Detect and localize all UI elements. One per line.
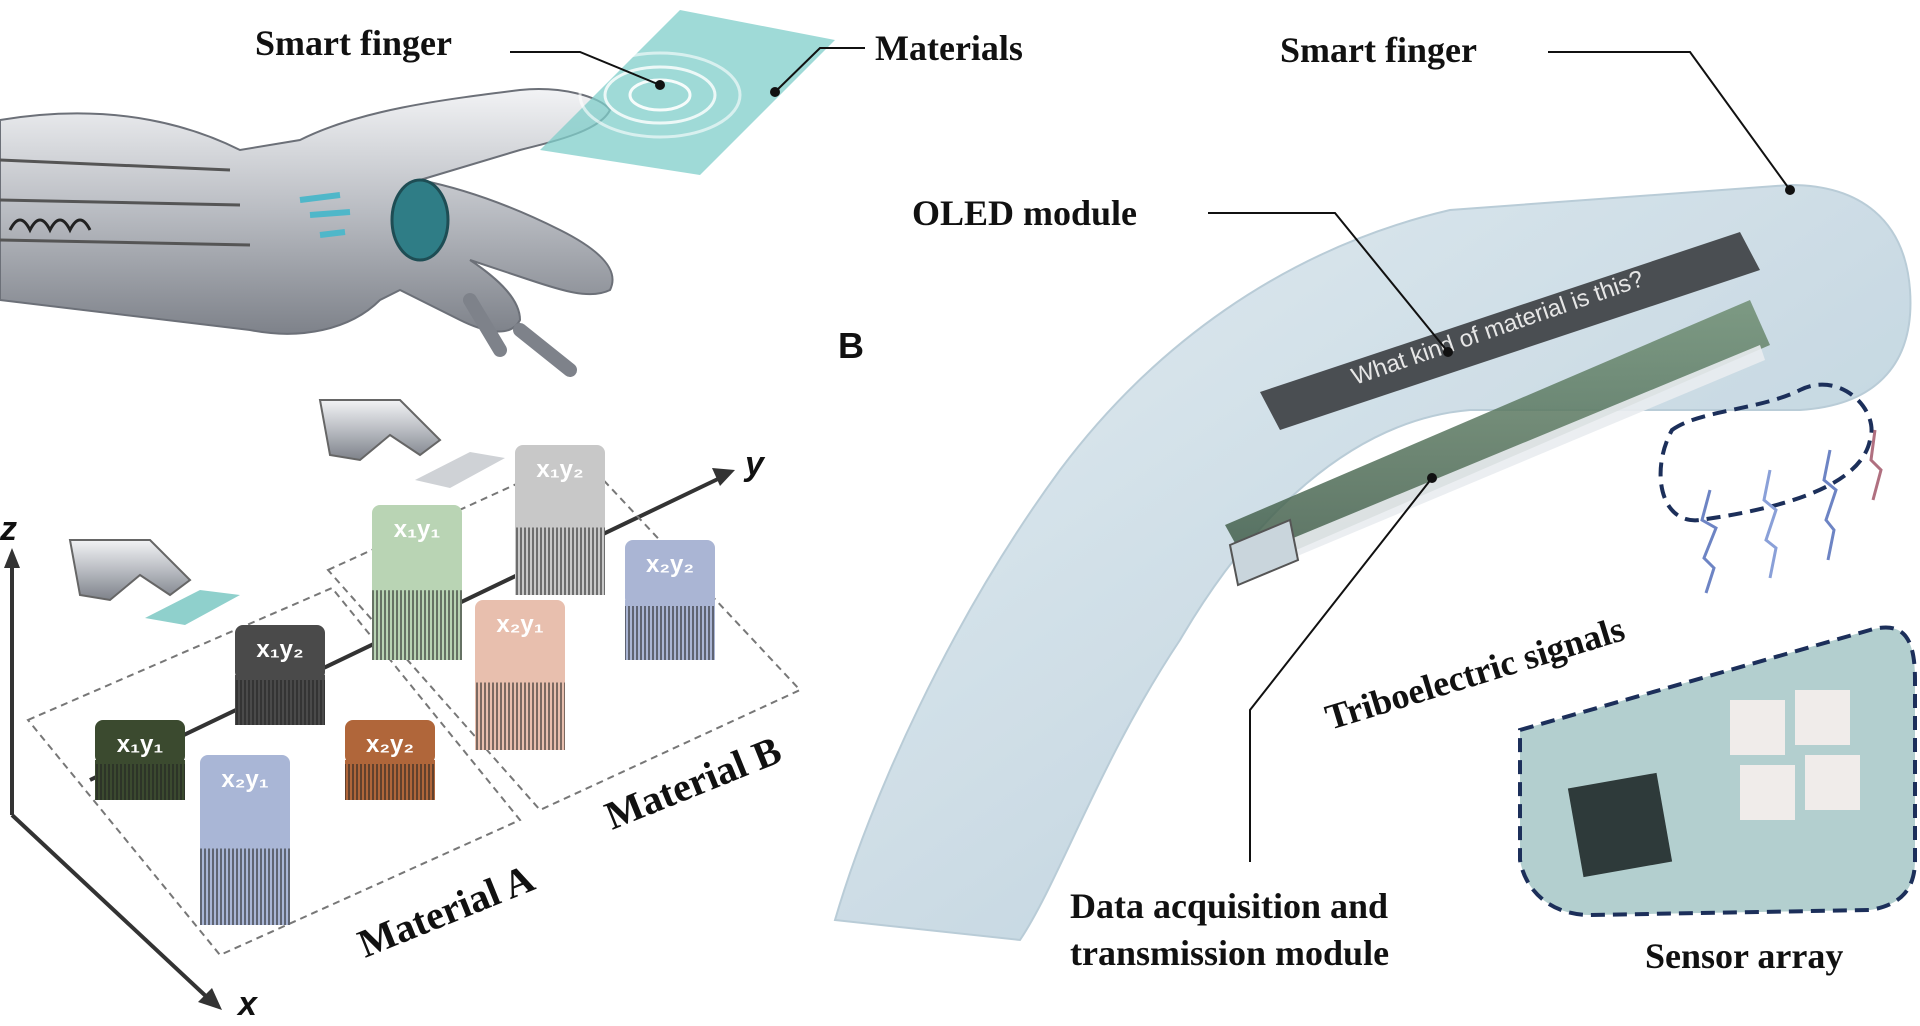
block-label: x₁y₁ (394, 516, 441, 543)
robot-hand-illustration (0, 88, 614, 377)
usb-port (1228, 518, 1300, 587)
sensor-array-label: Sensor array (1645, 936, 1843, 976)
materials-label: Materials (875, 28, 1023, 68)
x-axis-arrow (198, 988, 222, 1010)
material-block: x₁y₂ (235, 625, 325, 725)
x-axis-line (10, 813, 212, 1002)
block-label: x₂y₁ (221, 766, 268, 793)
materials-leader (774, 47, 865, 93)
block-label: x₂y₁ (496, 611, 543, 638)
smart-finger-left-label: Smart finger (255, 23, 452, 63)
material-block: x₂y₂ (625, 540, 715, 660)
oled-module-label: OLED module (912, 193, 1137, 233)
block-body (345, 720, 435, 764)
material-block: x₁y₁ (95, 720, 185, 800)
electrode-2 (1795, 690, 1850, 745)
chip (1567, 772, 1673, 878)
material-a-label: Material A (352, 855, 541, 966)
smart-finger-right-leader-dot (1785, 185, 1795, 195)
block-signal-stripes (235, 680, 325, 725)
data-acquisition-leader-dot (1427, 473, 1437, 483)
block-body (475, 600, 565, 683)
y-axis-label: y (743, 445, 766, 483)
smart-finger-right-leader (1548, 51, 1791, 191)
electrode-4 (1805, 755, 1860, 810)
data-acquisition-leader (1249, 477, 1433, 862)
material-sheet (540, 10, 835, 175)
triboelectric-signals-illustration (1658, 382, 1883, 594)
material-block: x₂y₁ (200, 755, 290, 925)
smart-finger-left-leader-dot (655, 80, 665, 90)
material-block: x₁y₂ (515, 445, 605, 595)
block-signal-stripes (95, 764, 185, 800)
electrode-3 (1740, 765, 1795, 820)
block-signal-stripes (200, 848, 290, 925)
material-a-region (26, 586, 522, 957)
smart-finger-right-label: Smart finger (1280, 30, 1477, 70)
material-blocks: x₁y₁ x₁y₂ x₂y₁ x₂y₂ x₁y₁ x₁y₂ x₂y₁ x₂y₂ (95, 445, 715, 925)
sensor-array-inset (1518, 625, 1917, 918)
material-b-region (326, 453, 802, 812)
panel-b-label: B (838, 325, 864, 366)
oled-module-leader-dot (1443, 347, 1453, 357)
block-label: x₁y₂ (256, 636, 303, 663)
block-label: x₂y₂ (366, 731, 414, 758)
block-body (95, 720, 185, 764)
block-body (515, 445, 605, 528)
data-acquisition-label-line2: transmission module (1070, 933, 1389, 973)
block-label: x₂y₂ (646, 551, 694, 578)
block-body (235, 625, 325, 680)
block-signal-stripes (372, 590, 462, 660)
block-label: x₁y₁ (117, 731, 164, 758)
block-label: x₁y₂ (536, 456, 583, 483)
block-signal-stripes (475, 682, 565, 750)
block-signal-stripes (625, 606, 715, 660)
x-axis-label: x (236, 985, 259, 1023)
mini-hand-right (318, 399, 505, 488)
oled-module (1260, 232, 1760, 430)
electrode-1 (1730, 700, 1785, 755)
signal-dash-outline (1658, 382, 1874, 523)
block-body (372, 505, 462, 591)
material-block: x₁y₁ (372, 505, 462, 660)
circuit-board (1225, 300, 1770, 570)
oled-module-leader (1208, 212, 1449, 353)
block-signal-stripes (515, 527, 605, 595)
block-body (200, 755, 290, 849)
mini-hand-left (68, 539, 240, 625)
materials-leader-dot (770, 87, 780, 97)
material-block: x₂y₂ (345, 720, 435, 800)
block-signal-stripes (345, 764, 435, 800)
z-axis-arrow (4, 548, 20, 568)
y-axis-arrow (712, 468, 735, 486)
smart-finger-left-leader (510, 51, 661, 86)
material-block: x₂y₁ (475, 600, 565, 750)
z-axis-label: z (0, 510, 17, 548)
data-acquisition-label-line1: Data acquisition and (1070, 886, 1388, 926)
board-edge (1240, 345, 1765, 578)
material-b-label: Material B (599, 727, 788, 838)
block-body (625, 540, 715, 606)
smart-finger-device: What kind of material is this? (833, 183, 1912, 942)
